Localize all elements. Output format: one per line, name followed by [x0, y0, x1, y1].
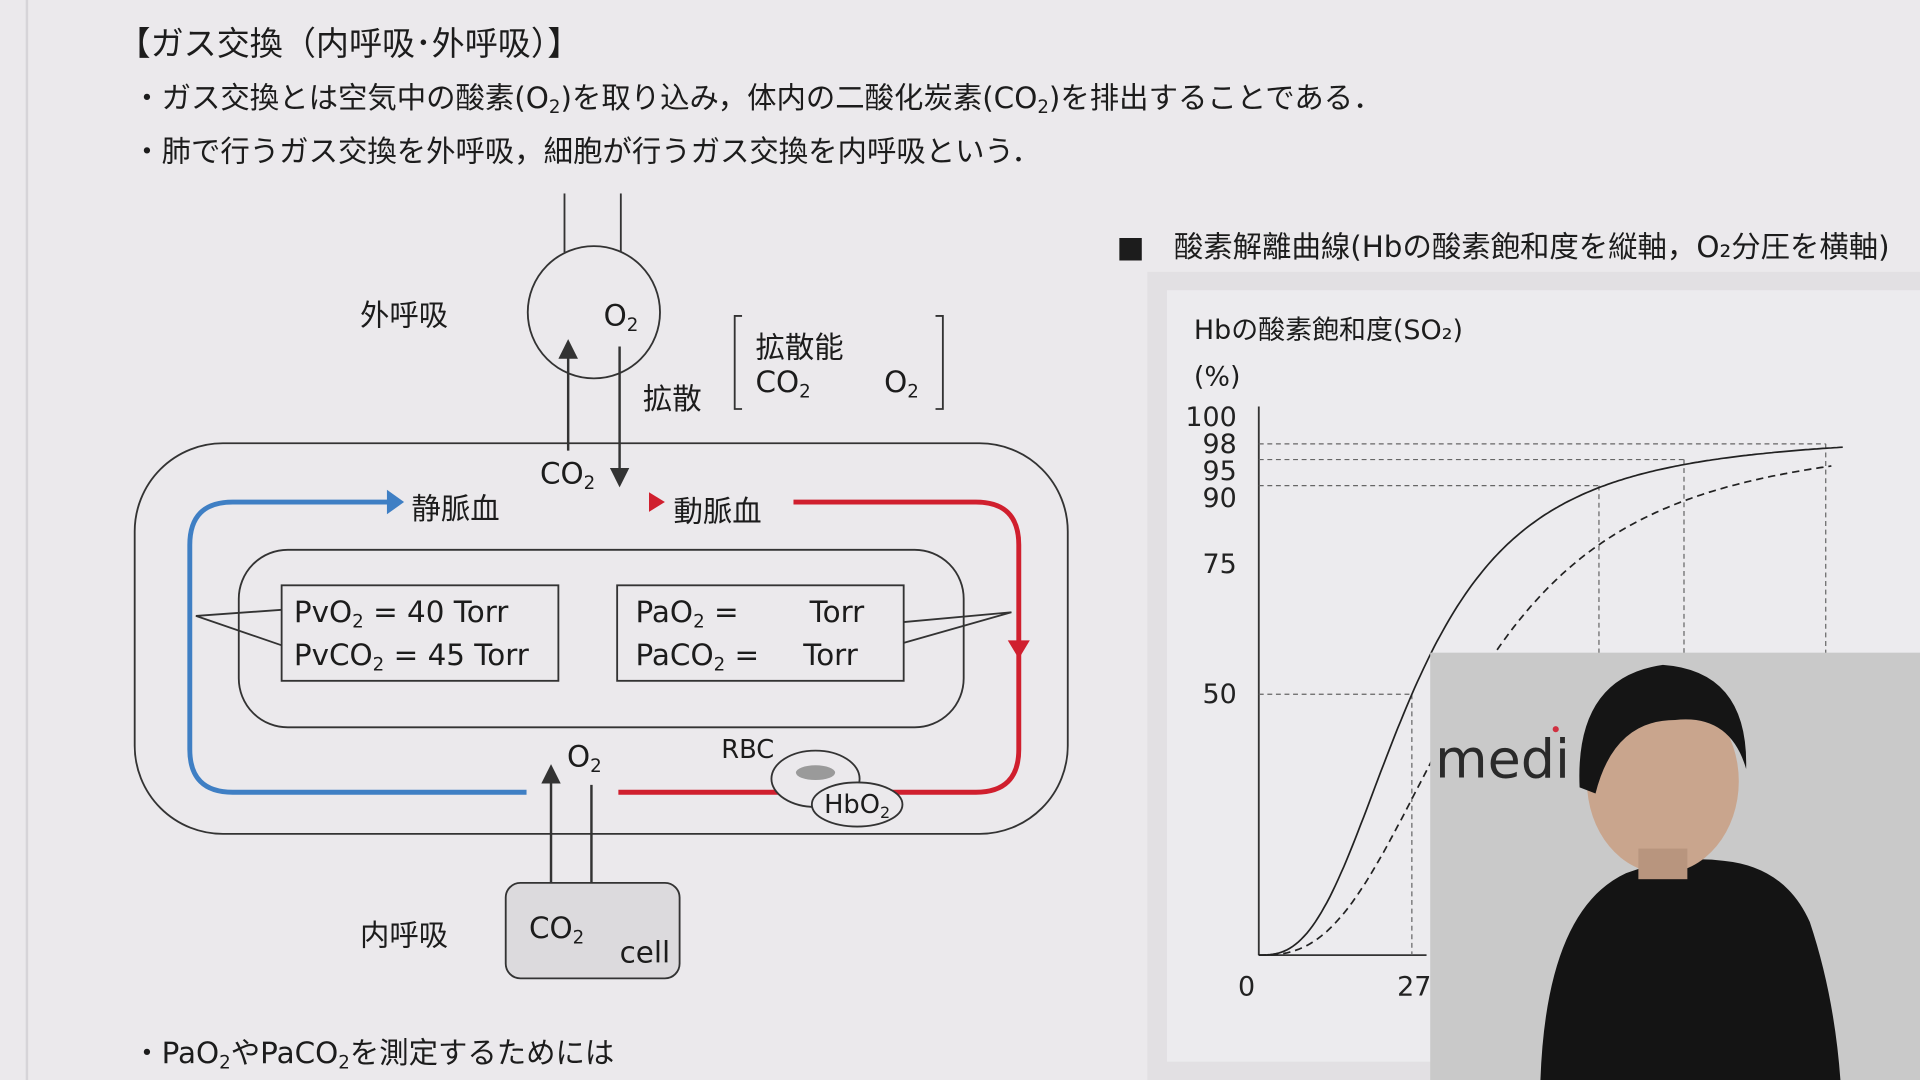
curve-normal [1258, 446, 1843, 956]
hbo2-bubble [810, 781, 904, 828]
rbc-nucleus [795, 765, 836, 781]
tissue-o2-label: O2 [566, 739, 602, 777]
outer-circulation-frame [133, 442, 1069, 835]
pvco2-value: PvCO2 = 45 Torr [293, 637, 529, 676]
venous-path [187, 499, 527, 795]
webcam-overlay: medi [1430, 652, 1920, 1080]
diffusion-co2: CO2 [755, 364, 811, 403]
y-tick-label: 95 [1202, 456, 1236, 487]
bullet-1: ・ガス交換とは空気中の酸素(O2)を取り込み，体内の二酸化炭素(CO2)を排出す… [132, 80, 1383, 119]
hbo2-label: HbO2 [824, 789, 891, 823]
chart-yunit: (%) [1193, 362, 1241, 394]
y-tick-label: 50 [1202, 679, 1236, 710]
arterial-values-box [616, 584, 905, 682]
webcam-logo: medi [1435, 728, 1570, 792]
x-tick-label: 27 [1397, 972, 1431, 1003]
venous-arrow-icon [386, 489, 405, 515]
lung-co2-label: CO2 [540, 456, 596, 495]
logo-dot [1552, 726, 1559, 733]
chart-ylabel: Hbの酸素飽和度(SO₂) [1193, 315, 1464, 347]
rbc-label: RBC [721, 734, 775, 765]
pao2-value: PaO2 =Torr [635, 595, 865, 633]
venous-callout [195, 608, 282, 647]
x-tick-label: 0 [1238, 972, 1255, 1003]
slide-title: 【ガス交換（内呼吸･外呼吸）】 [117, 25, 581, 64]
y-tick-label: 75 [1202, 549, 1236, 580]
arterial-blood-label: 動脈血 [673, 494, 762, 529]
bullet-2: ・肺で行うガス交換を外呼吸，細胞が行うガス交換を内呼吸という． [132, 134, 1041, 169]
cell-co2-label: CO2 [528, 911, 585, 949]
internal-respiration-label: 内呼吸 [360, 918, 449, 953]
arterial-arrow-icon [648, 492, 665, 512]
diffusion-o2: O2 [884, 364, 919, 403]
presenter-silhouette [1540, 664, 1841, 1080]
external-respiration-label: 外呼吸 [360, 298, 449, 334]
y-tick-label: 90 [1202, 483, 1236, 514]
footer-bullet: ・PaO2やPaCO2を測定するためには [132, 1035, 615, 1074]
y-tick-label: 98 [1202, 429, 1236, 460]
curve-right-shifted [1258, 465, 1832, 956]
pvo2-value: PvO2 = 40 Torr [293, 595, 509, 633]
chart-title: ■ 酸素解離曲線(Hbの酸素飽和度を縦軸，O₂分圧を横軸) [1116, 230, 1890, 265]
alveolus-o2-label: O2 [603, 298, 639, 337]
diffusion-bracket [733, 315, 944, 410]
cell-box [504, 881, 681, 980]
inner-frame [237, 548, 965, 729]
left-edge-divider [25, 0, 29, 1080]
arterial-down-arrow-icon [1007, 640, 1030, 659]
cell-label: cell [619, 935, 671, 970]
diffusion-capacity-label: 拡散能 [755, 330, 844, 365]
venous-blood-label: 静脈血 [411, 492, 500, 527]
y-tick-label: 100 [1185, 402, 1236, 433]
diffusion-label: 拡散 [642, 382, 702, 417]
paco2-value: PaCO2 =Torr [635, 637, 858, 676]
alveolus-circle [526, 245, 661, 380]
venous-values-box [280, 584, 560, 682]
arterial-callout [903, 611, 1012, 644]
